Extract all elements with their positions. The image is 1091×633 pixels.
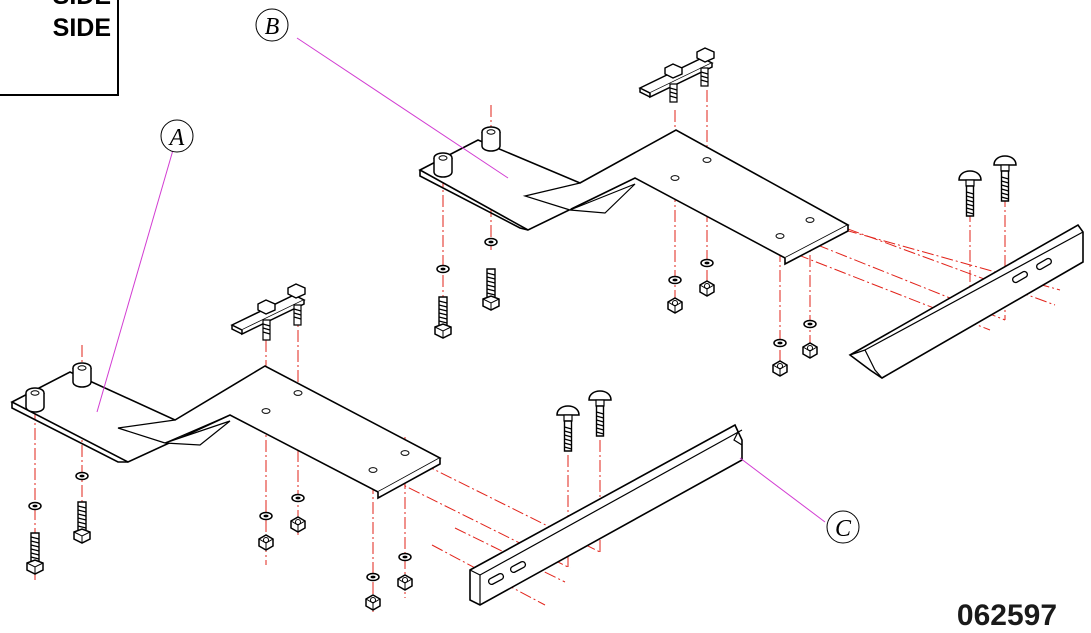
- bracket-a-plate: [10, 365, 442, 500]
- callout-c-label: C: [835, 516, 852, 542]
- orientation-label-line-2: SIDE: [52, 14, 111, 42]
- orientation-label-box: SIDE SIDE: [0, 0, 119, 96]
- clamp-a-hexheads: [257, 283, 306, 341]
- callout-a-label: A: [168, 125, 185, 151]
- rail-upper-right: [848, 223, 1084, 379]
- clamp-b-hexheads: [664, 47, 715, 103]
- orientation-label-line-1: SIDE: [53, 0, 111, 11]
- bracket-b-plate: [418, 129, 850, 266]
- callout-c: C: [826, 510, 860, 544]
- callout-leaders: [96, 37, 826, 523]
- bracket-a-assembly: [10, 283, 601, 612]
- bracket-b-assembly: [418, 47, 1061, 377]
- callout-b-label: B: [265, 14, 280, 40]
- callout-a: A: [160, 119, 194, 153]
- drawing-number: 062597: [956, 599, 1057, 632]
- callout-b: B: [255, 8, 289, 42]
- rail-c-lower: [469, 423, 743, 606]
